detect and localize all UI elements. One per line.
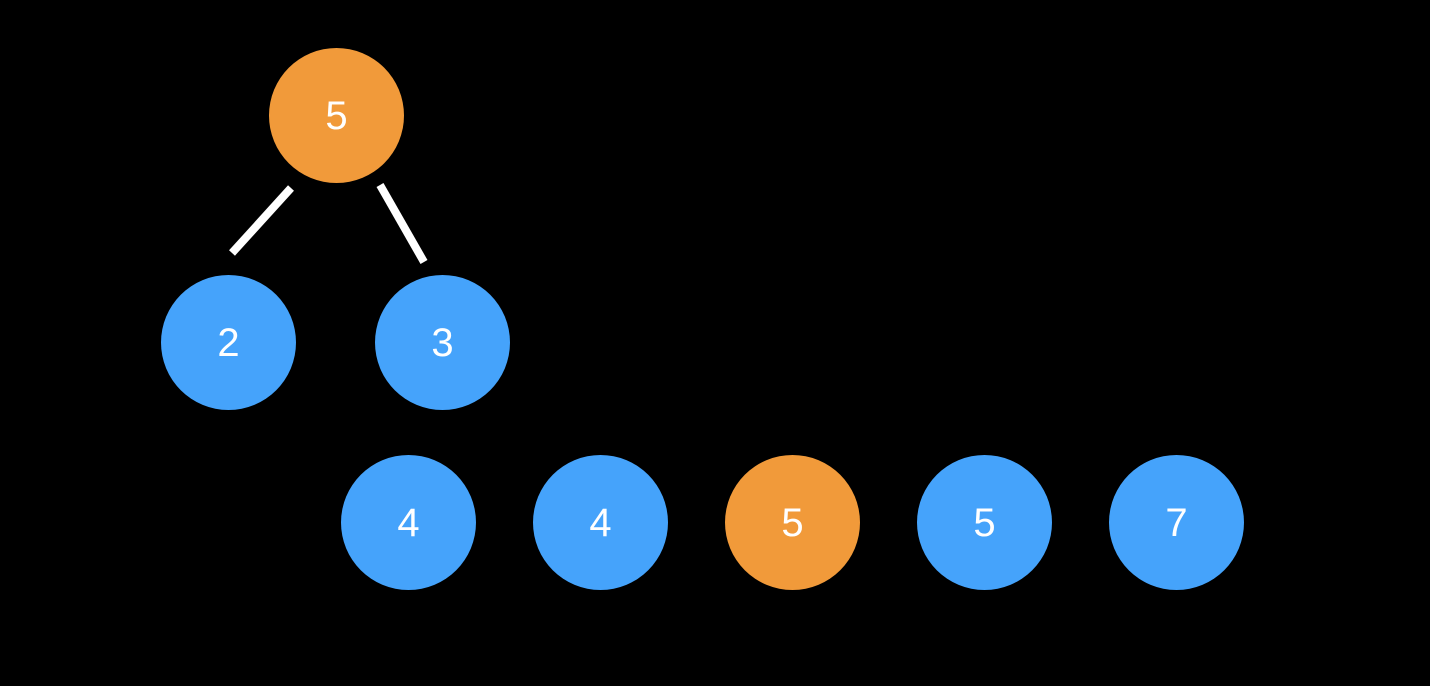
node-value: 2 bbox=[217, 320, 240, 365]
node-value: 3 bbox=[431, 320, 454, 365]
edge-root-right bbox=[376, 183, 428, 264]
node-value: 5 bbox=[325, 93, 348, 138]
edge-root-left bbox=[229, 185, 294, 256]
array-item-value: 5 bbox=[781, 500, 804, 545]
tree-node-right-child: 3 bbox=[375, 275, 510, 410]
tree-node-left-child: 2 bbox=[161, 275, 296, 410]
array-item: 4 bbox=[533, 455, 668, 590]
array-item-value: 5 bbox=[973, 500, 996, 545]
array-item: 5 bbox=[917, 455, 1052, 590]
tree-node-root: 5 bbox=[269, 48, 404, 183]
array-item-value: 7 bbox=[1165, 500, 1188, 545]
array-item: 5 bbox=[725, 455, 860, 590]
array-item-value: 4 bbox=[397, 500, 420, 545]
array-item: 7 bbox=[1109, 455, 1244, 590]
array-item: 4 bbox=[341, 455, 476, 590]
array-item-value: 4 bbox=[589, 500, 612, 545]
